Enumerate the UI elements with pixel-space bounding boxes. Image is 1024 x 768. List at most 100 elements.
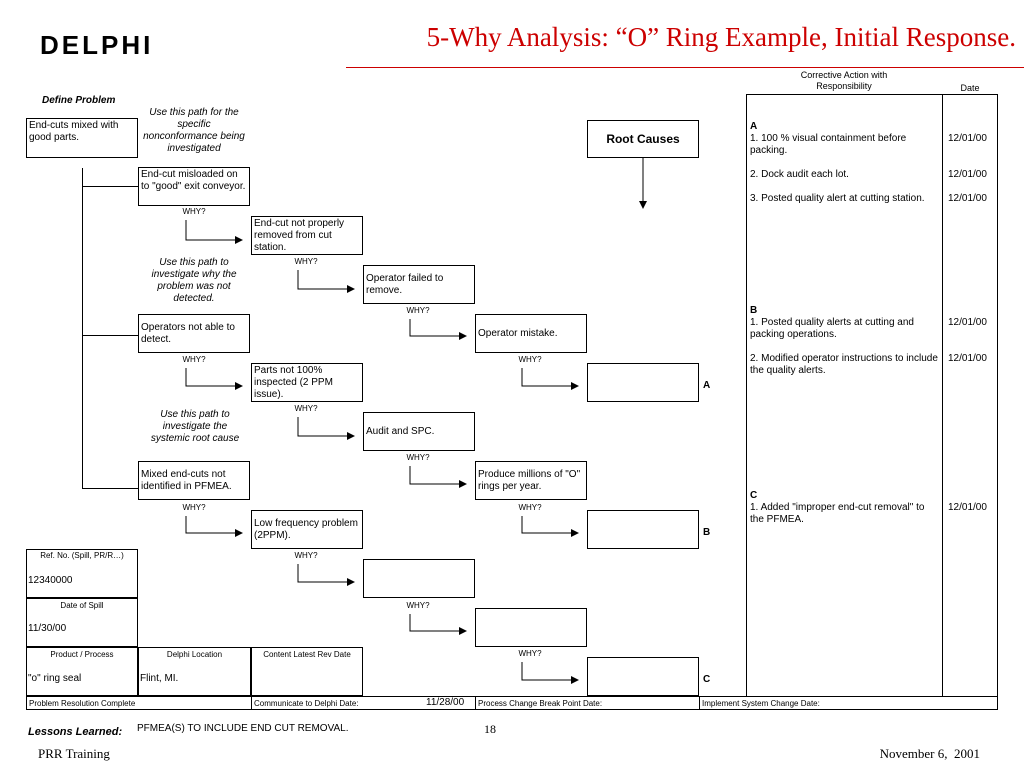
why-label: WHY? [182, 355, 206, 364]
date-header: Date [960, 83, 980, 93]
why-systemic-2-text: Produce millions of "O" rings per year. [478, 468, 581, 492]
break-point-label: Process Change Break Point Date: [478, 699, 603, 708]
root-cause-letter-b: B [703, 527, 711, 538]
root-cause-box-b [587, 510, 699, 549]
branch-systemic [82, 488, 138, 489]
empty-why-box [475, 608, 587, 647]
communicate-label: Communicate to Delphi Date: [254, 699, 359, 708]
why-label: WHY? [182, 503, 206, 512]
group-a-letter: A [750, 121, 758, 132]
root-cause-box-a [587, 363, 699, 402]
why-specific-1: End-cut misloaded on to "good" exit conv… [138, 167, 250, 206]
why-arrow [185, 220, 243, 244]
why-arrow [185, 368, 243, 390]
why-specific-3: Operator failed to remove. [363, 265, 475, 304]
action-a1: 1. 100 % visual containment before packi… [750, 133, 907, 156]
status-divider [475, 696, 476, 710]
why-detect-2: Parts not 100% inspected (2 PPM issue). [251, 363, 363, 402]
empty-why-box [363, 559, 475, 598]
spill-value: 11/30/00 [28, 623, 67, 634]
page-title: 5-Why Analysis: “O” Ring Example, Initia… [426, 22, 1016, 52]
action-c1: 1. Added "improper end-cut removal" to t… [750, 502, 925, 525]
problem-text: End-cuts mixed with good parts. [29, 120, 119, 143]
footer-left: PRR Training [38, 746, 110, 761]
root-causes-box: Root Causes [587, 120, 699, 158]
why-detect-3-text: Audit and SPC. [366, 425, 435, 437]
status-divider [699, 696, 700, 710]
action-a2: 2. Dock audit each lot. [750, 169, 849, 180]
why-detect-1: Operators not able to detect. [138, 314, 250, 353]
why-systemic-3-text: Low frequency problem (2PPM). [254, 517, 358, 541]
lessons-text: PFMEA(S) TO INCLUDE END CUT REMOVAL. [137, 723, 349, 734]
why-label: WHY? [294, 404, 318, 413]
why-label: WHY? [294, 551, 318, 560]
date-a3: 12/01/00 [948, 193, 987, 204]
action-b1: 1. Posted quality alerts at cutting and … [750, 317, 914, 340]
why-arrow [297, 270, 355, 293]
why-systemic-1-text: Mixed end-cuts not identified in PFMEA. [141, 468, 232, 492]
why-arrow [521, 662, 579, 684]
why-systemic-3: Low frequency problem (2PPM). [251, 510, 363, 549]
content-label: Content Latest Rev Date [263, 650, 351, 659]
ref-value: 12340000 [28, 575, 73, 586]
title-rule [346, 67, 1024, 68]
why-arrow [409, 614, 467, 635]
product-value: "o" ring seal [28, 673, 82, 684]
location-value: Flint, MI. [140, 673, 179, 684]
why-arrow [409, 466, 467, 488]
corrective-divider [942, 94, 943, 709]
why-arrow [409, 319, 467, 340]
why-specific-2-text: End-cut not properly removed from cut st… [254, 218, 345, 253]
why-label: WHY? [406, 453, 430, 462]
action-b2: 2. Modified operator instructions to inc… [750, 353, 938, 376]
ref-cell [26, 549, 138, 598]
why-label: WHY? [518, 355, 542, 364]
product-label: Product / Process [50, 650, 114, 659]
why-detect-1-text: Operators not able to detect. [141, 321, 235, 345]
why-arrow [185, 516, 243, 537]
location-label: Delphi Location [166, 650, 223, 659]
note-systemic: Use this path to investigate the systemi… [150, 409, 240, 444]
root-cause-letter-c: C [703, 674, 711, 685]
path-connector [82, 168, 83, 488]
lessons-label: Lessons Learned: [28, 726, 123, 738]
footer-right: November 6, 2001 [879, 746, 980, 761]
why-detect-2-text: Parts not 100% inspected (2 PPM issue). [254, 365, 333, 400]
note-specific: Use this path for the specific nonconfor… [143, 107, 245, 154]
why-arrow [521, 368, 579, 390]
date-a1: 12/01/00 [948, 133, 987, 144]
status-divider [251, 696, 252, 710]
note-detect: Use this path to investigate why the pro… [151, 257, 237, 304]
why-arrow [297, 417, 355, 440]
spill-cell [26, 598, 138, 647]
problem-box: End-cuts mixed with good parts. [26, 118, 138, 158]
why-label: WHY? [406, 601, 430, 610]
date-b2: 12/01/00 [948, 353, 987, 364]
why-specific-2: End-cut not properly removed from cut st… [251, 216, 363, 255]
root-cause-box-c [587, 657, 699, 696]
why-label: WHY? [518, 503, 542, 512]
date-b1: 12/01/00 [948, 317, 987, 328]
product-cell [26, 647, 138, 696]
define-problem-heading: Define Problem [42, 95, 116, 106]
content-cell [251, 647, 363, 696]
date-c1: 12/01/00 [948, 502, 987, 513]
action-a3: 3. Posted quality alert at cutting stati… [750, 193, 925, 204]
branch-specific [82, 186, 138, 187]
why-systemic-1: Mixed end-cuts not identified in PFMEA. [138, 461, 250, 500]
status-row [26, 696, 998, 710]
why-specific-1-text: End-cut misloaded on to "good" exit conv… [141, 169, 246, 192]
spill-label: Date of Spill [60, 601, 104, 610]
why-specific-4: Operator mistake. [475, 314, 587, 353]
root-causes-label: Root Causes [606, 132, 680, 146]
group-c-letter: C [750, 490, 758, 501]
why-arrow [297, 564, 355, 586]
why-label: WHY? [406, 306, 430, 315]
why-specific-4-text: Operator mistake. [478, 327, 558, 339]
why-detect-3: Audit and SPC. [363, 412, 475, 451]
resolution-label: Problem Resolution Complete [29, 699, 136, 708]
why-label: WHY? [294, 257, 318, 266]
why-systemic-2: Produce millions of "O" rings per year. [475, 461, 587, 500]
date-a2: 12/01/00 [948, 169, 987, 180]
